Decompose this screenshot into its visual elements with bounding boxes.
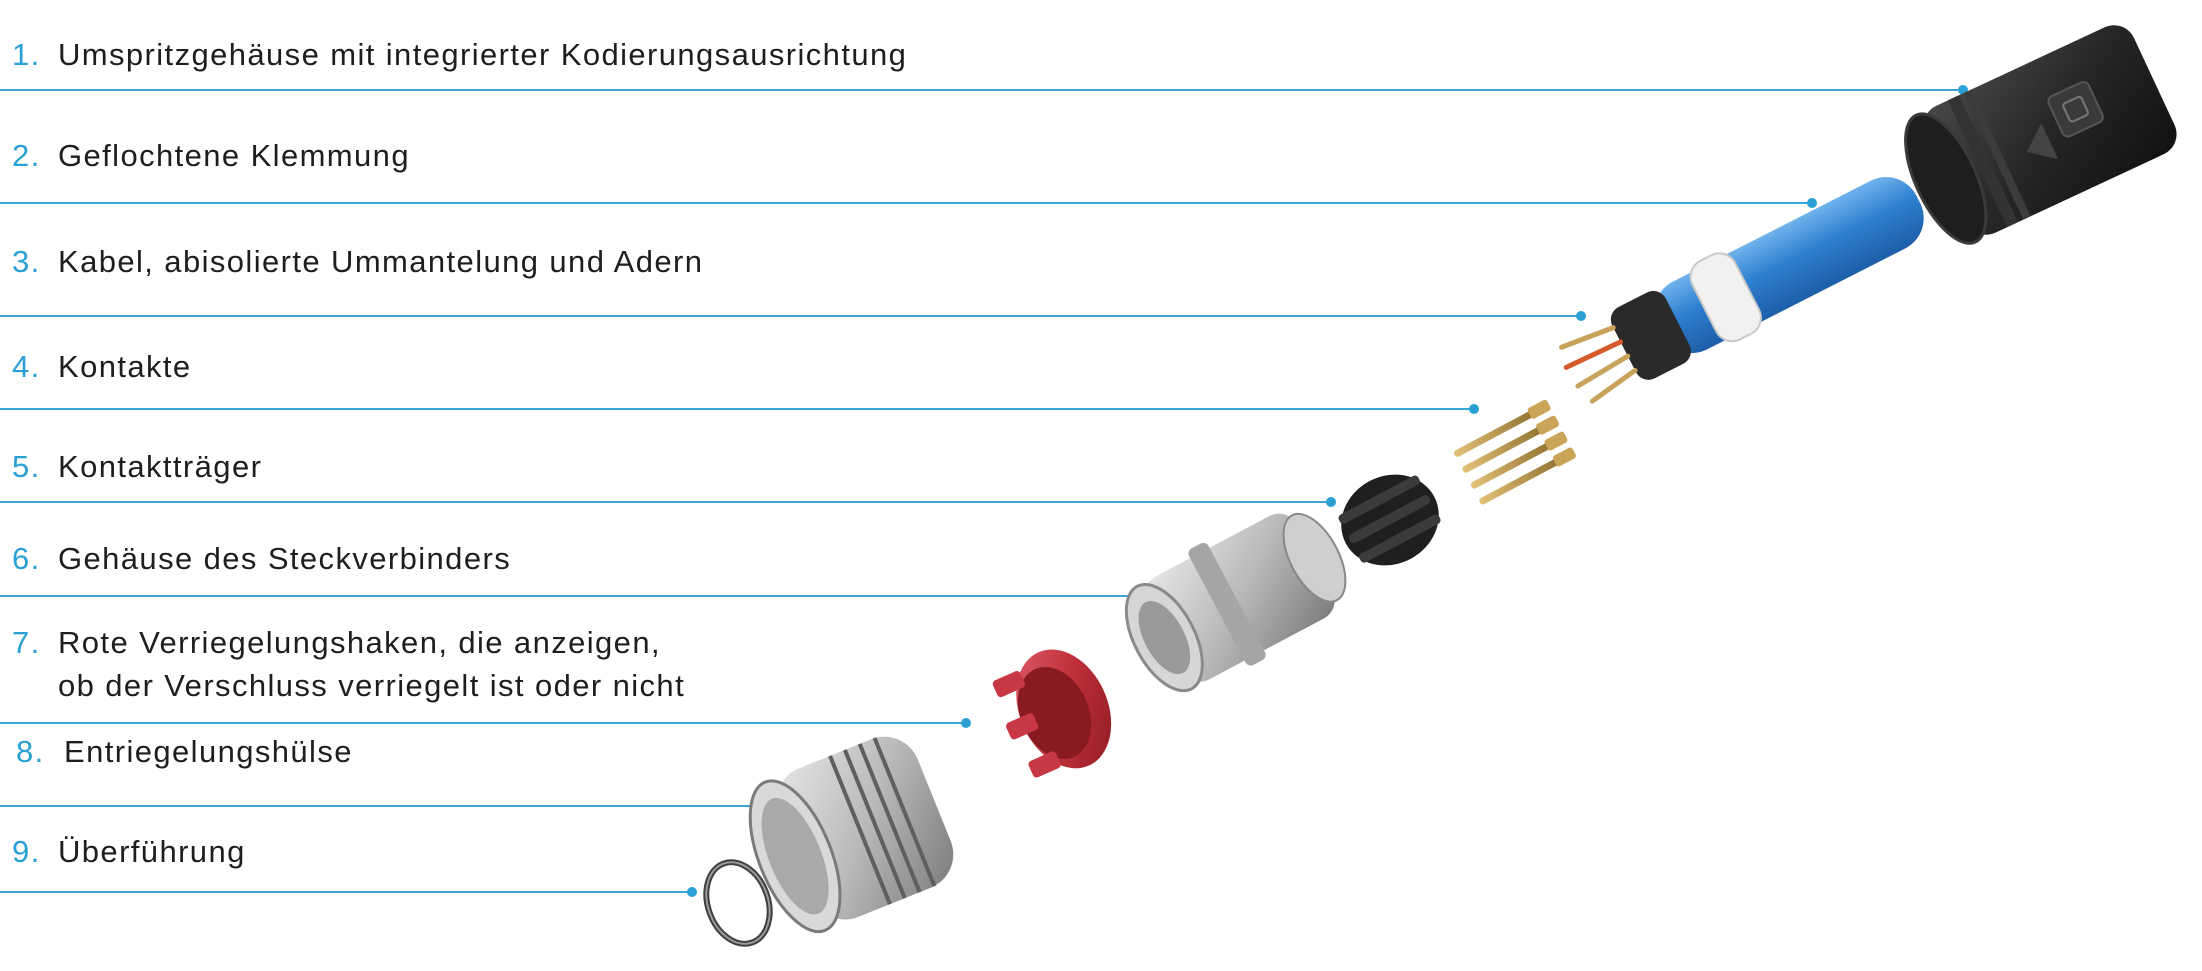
callout-9-dot (687, 887, 697, 897)
callout-6-number: 6. (12, 541, 41, 576)
callout-3-dot (1576, 311, 1586, 321)
contacts-part (1453, 399, 1576, 505)
callout-5-leader (0, 497, 1336, 507)
callout-5-dot (1326, 497, 1336, 507)
callout-1-number: 1. (12, 37, 41, 72)
overmold-housing-part (1904, 25, 2177, 245)
callout-5-text: Kontaktträger (58, 449, 263, 484)
callout-2-text: Geflochtene Klemmung (58, 138, 410, 173)
connector-housing-part (1124, 512, 1347, 693)
callout-1-dot (1958, 85, 1968, 95)
callout-3-text: Kabel, abisolierte Ummantelung und Adern (58, 244, 704, 279)
callout-7-leader (0, 718, 971, 728)
callout-1-leader (0, 85, 1968, 95)
contact-carrier-part (1338, 474, 1441, 566)
retaining-ring-part (703, 859, 773, 947)
callout-2-number: 2. (12, 138, 41, 173)
callout-2-dot (1807, 198, 1817, 208)
callout-8-text: Entriegelungshülse (64, 734, 353, 769)
callout-4-dot (1469, 404, 1479, 414)
callout-7-number: 7. (12, 625, 41, 660)
callout-3-leader (0, 311, 1586, 321)
callout-9-text: Überführung (58, 834, 246, 869)
callout-1-text: Umspritzgehäuse mit integrierter Kodieru… (58, 37, 908, 72)
callout-4-text: Kontakte (58, 349, 192, 384)
callout-6-text: Gehäuse des Steckverbinders (58, 541, 512, 576)
callout-8-number: 8. (16, 734, 45, 769)
callout-4-number: 4. (12, 349, 41, 384)
release-sleeve-part (748, 736, 954, 934)
callout-4-leader (0, 404, 1479, 414)
callout-5-number: 5. (12, 449, 41, 484)
red-locking-hooks-part (992, 649, 1112, 778)
callout-3-number: 3. (12, 244, 41, 279)
callout-9-leader (0, 887, 697, 897)
callout-2-leader (0, 198, 1817, 208)
cable-part (1559, 177, 1924, 404)
callout-7-text-line2: ob der Verschluss verriegelt ist oder ni… (58, 668, 686, 703)
callout-7-text-line1: Rote Verriegelungshaken, die anzeigen, (58, 625, 661, 660)
callout-7-dot (961, 718, 971, 728)
callout-9-number: 9. (12, 834, 41, 869)
